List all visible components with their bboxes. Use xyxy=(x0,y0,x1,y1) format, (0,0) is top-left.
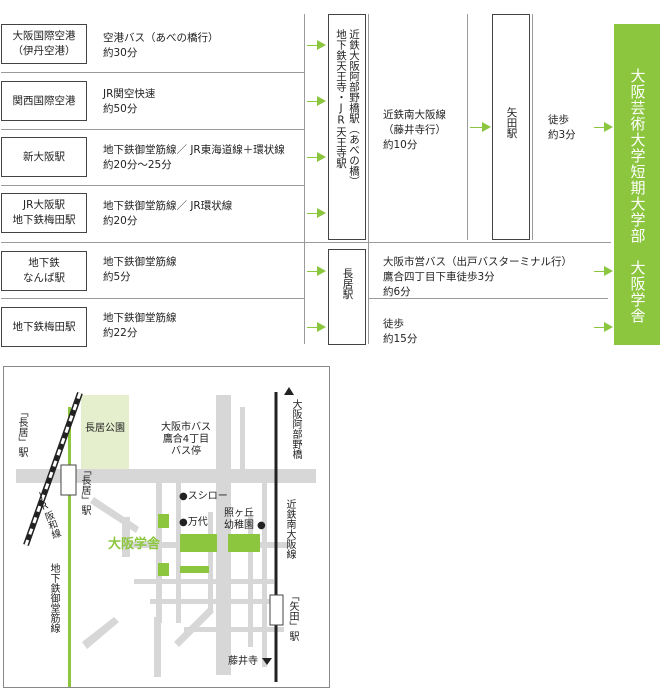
map-label-fujiidera: 藤井寺 xyxy=(228,656,258,667)
arrow-line xyxy=(307,101,317,102)
arrow-right-icon xyxy=(604,122,613,132)
column-divider xyxy=(368,14,369,344)
route-desc-umeda: 地下鉄御堂筋線約22分 xyxy=(103,312,177,339)
arrow-right-icon xyxy=(317,266,326,276)
arrow-line xyxy=(307,213,317,214)
school-buildings xyxy=(158,514,260,576)
map-label-to-abeno: 大阪阿部野橋 xyxy=(290,399,301,459)
station-tennoji: 地下鉄天王寺・JR天王寺駅 xyxy=(335,29,347,169)
arrow-line xyxy=(307,157,317,158)
arrow-right-icon xyxy=(317,208,326,218)
midosuji-line xyxy=(68,407,71,687)
row-divider xyxy=(1,242,611,243)
arrow-line xyxy=(307,271,317,272)
arrow-line xyxy=(307,45,317,46)
transfer-tennoji-abeno: 地下鉄天王寺・JR天王寺駅 近鉄大阪阿部野橋駅（あべの橋） xyxy=(328,14,366,240)
route-desc-itami: 空港バス（あべの橋行）約30分 xyxy=(103,32,219,59)
area-map: 「長居」駅 長居公園 JR阪和線 「長居」駅 地下鉄御堂筋線 大阪市バス鷹合4丁… xyxy=(3,366,330,688)
arrow-right-icon xyxy=(317,152,326,162)
arrow-line xyxy=(594,327,604,328)
map-graphic xyxy=(16,387,316,687)
origin-namba: 地下鉄なんば駅 xyxy=(1,251,87,291)
arrow-right-icon xyxy=(317,96,326,106)
origin-itami-airport: 大阪国際空港（伊丹空港） xyxy=(1,24,87,64)
roads xyxy=(16,395,316,677)
route-desc-jr-osaka: 地下鉄御堂筋線／ JR環状線約20分 xyxy=(103,200,233,227)
row-divider xyxy=(1,185,304,186)
route-desc-namba: 地下鉄御堂筋線約5分 xyxy=(103,256,177,283)
destination-box: 大阪芸術大学短期大学部 大阪学舎 xyxy=(614,24,660,345)
arrow-line xyxy=(594,271,604,272)
row-divider xyxy=(368,298,608,299)
arrow-line xyxy=(307,327,317,328)
kintetsu-route: 近鉄南大阪線（藤井寺行）約10分 xyxy=(383,109,446,151)
arrow-right-icon xyxy=(482,122,491,132)
origin-umeda: 地下鉄梅田駅 xyxy=(1,307,87,347)
arrow-line xyxy=(470,127,482,128)
station-nagai: 長居駅 xyxy=(341,268,354,300)
map-label-bus-stop: 大阪市バス鷹合4丁目バス停 xyxy=(161,422,211,457)
route-desc-shin-osaka: 地下鉄御堂筋線／ JR東海道線＋環状線約20分〜25分 xyxy=(103,144,285,171)
walk-yata: 徒歩約3分 xyxy=(548,114,576,141)
row-divider xyxy=(1,298,304,299)
map-label-subway-nagai: 「長居」駅 xyxy=(79,465,90,515)
origin-jr-osaka: JR大阪駅地下鉄梅田駅 xyxy=(1,193,87,233)
station-abenobashi: 近鉄大阪阿部野橋駅（あべの橋） xyxy=(348,29,360,187)
bus-route: 大阪市営バス（出戸バスターミナル行）鷹合四丁目下車徒歩3分約6分 xyxy=(383,256,572,298)
route-desc-kansai: JR関空快速約50分 xyxy=(103,88,156,115)
map-label-nagai-park: 長居公園 xyxy=(85,423,125,434)
map-label-yata: 「矢田」駅 xyxy=(287,591,298,641)
north-arrow-icon xyxy=(284,387,294,395)
origin-shin-osaka: 新大阪駅 xyxy=(1,137,87,177)
map-label-school: 大阪学舎 xyxy=(108,537,161,552)
arrow-line xyxy=(594,127,604,128)
column-divider xyxy=(532,14,533,240)
column-divider xyxy=(304,14,305,344)
south-arrow-icon xyxy=(262,658,272,665)
arrow-right-icon xyxy=(604,322,613,332)
arrow-right-icon xyxy=(317,40,326,50)
map-label-midosuji: 地下鉄御堂筋線 xyxy=(48,563,59,633)
row-divider xyxy=(1,129,304,130)
nagai-park-area xyxy=(81,395,129,472)
map-label-nagai-jr: 「長居」駅 xyxy=(16,407,27,457)
map-label-sushiro: ●スシロー xyxy=(179,491,228,502)
station-yata: 矢田駅 xyxy=(505,107,518,139)
row-divider xyxy=(1,72,304,73)
map-label-kindergarten: 照ヶ丘幼稚園● xyxy=(224,508,266,531)
walk-nagai: 徒歩約15分 xyxy=(383,318,418,345)
map-label-mandai: ●万代 xyxy=(179,517,208,528)
yata-station-box: 矢田駅 xyxy=(492,14,530,240)
column-divider xyxy=(467,14,468,240)
arrow-right-icon xyxy=(604,266,613,276)
origin-kansai-airport: 関西国際空港 xyxy=(1,81,87,121)
map-label-kintetsu: 近鉄南大阪線 xyxy=(284,499,295,559)
yata-station-mark xyxy=(269,594,284,626)
transfer-nagai: 長居駅 xyxy=(328,249,366,345)
destination-label: 大阪芸術大学短期大学部 大阪学舎 xyxy=(628,68,647,324)
subway-nagai-station-mark xyxy=(60,464,77,496)
arrow-right-icon xyxy=(317,322,326,332)
